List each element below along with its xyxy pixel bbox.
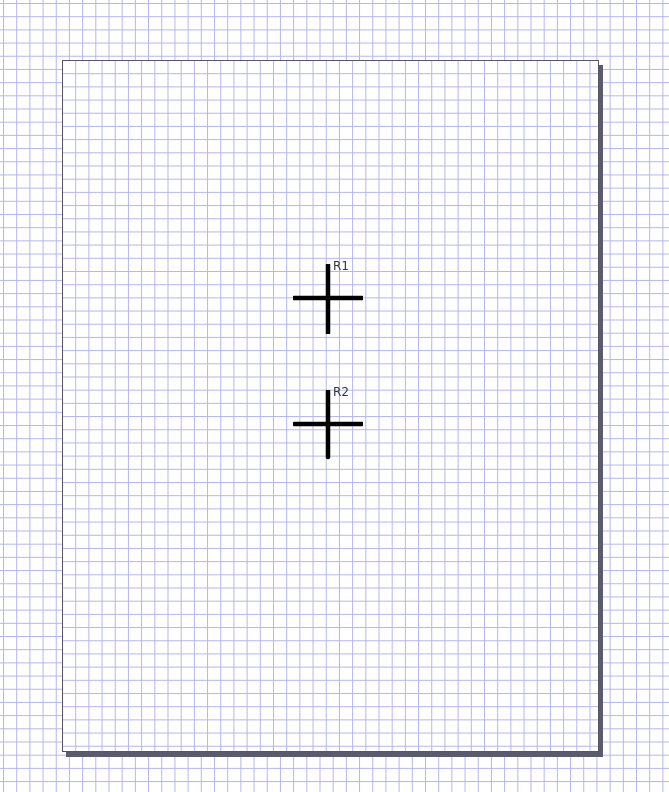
component-ref-label: R1 xyxy=(333,259,349,273)
component-r1[interactable]: R1 xyxy=(293,260,363,334)
component-r2[interactable]: R2 xyxy=(293,386,363,460)
schematic-page[interactable] xyxy=(62,60,599,752)
cross-marker-icon xyxy=(293,390,363,460)
cross-marker-icon xyxy=(293,264,363,334)
component-ref-label: R2 xyxy=(333,385,349,399)
